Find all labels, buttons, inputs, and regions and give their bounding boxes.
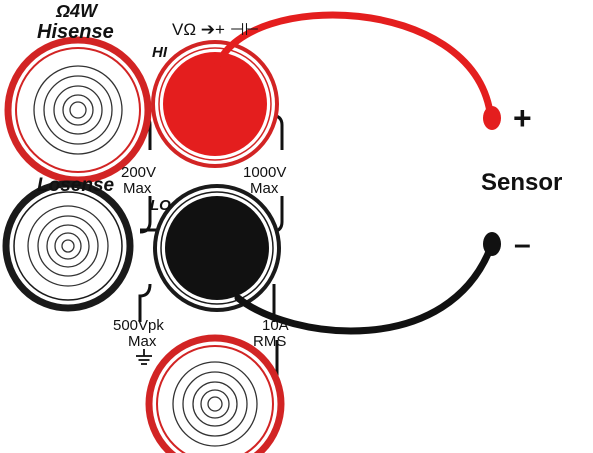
a10-rms-label: RMS	[253, 333, 286, 350]
a10-label: 10A	[262, 317, 289, 334]
sensor-label: Sensor	[481, 169, 562, 196]
v200-label: 200V	[121, 164, 156, 181]
v200-max-label: Max	[123, 180, 152, 197]
hisense-terminal[interactable]	[4, 36, 152, 184]
losense-terminal[interactable]	[2, 180, 134, 312]
v1000-label: 1000V	[243, 164, 286, 181]
positive-probe-tip[interactable]	[483, 106, 501, 130]
negative-probe-tip[interactable]	[483, 232, 501, 256]
black-wire	[234, 240, 496, 335]
lo-label: LO	[150, 197, 171, 214]
hisense-label: Hisense	[37, 21, 114, 43]
v500-max-label: Max	[128, 333, 157, 350]
minus-sign: –	[514, 228, 531, 261]
lo-terminal[interactable]	[153, 184, 281, 312]
hi-label: HI	[152, 44, 168, 61]
plus-sign: +	[513, 100, 532, 136]
v1000-max-label: Max	[250, 180, 279, 197]
losense-label: Losense	[37, 175, 115, 196]
current-terminal[interactable]	[145, 334, 285, 453]
red-wire	[214, 11, 494, 116]
omega4w-label: Ω4W	[55, 1, 99, 21]
ground-icon	[136, 349, 152, 365]
function-symbols-label: VΩ ➔+ ⊣⊢	[172, 20, 259, 39]
v500-label: 500Vpk	[113, 317, 164, 334]
hi-terminal[interactable]	[151, 40, 279, 168]
